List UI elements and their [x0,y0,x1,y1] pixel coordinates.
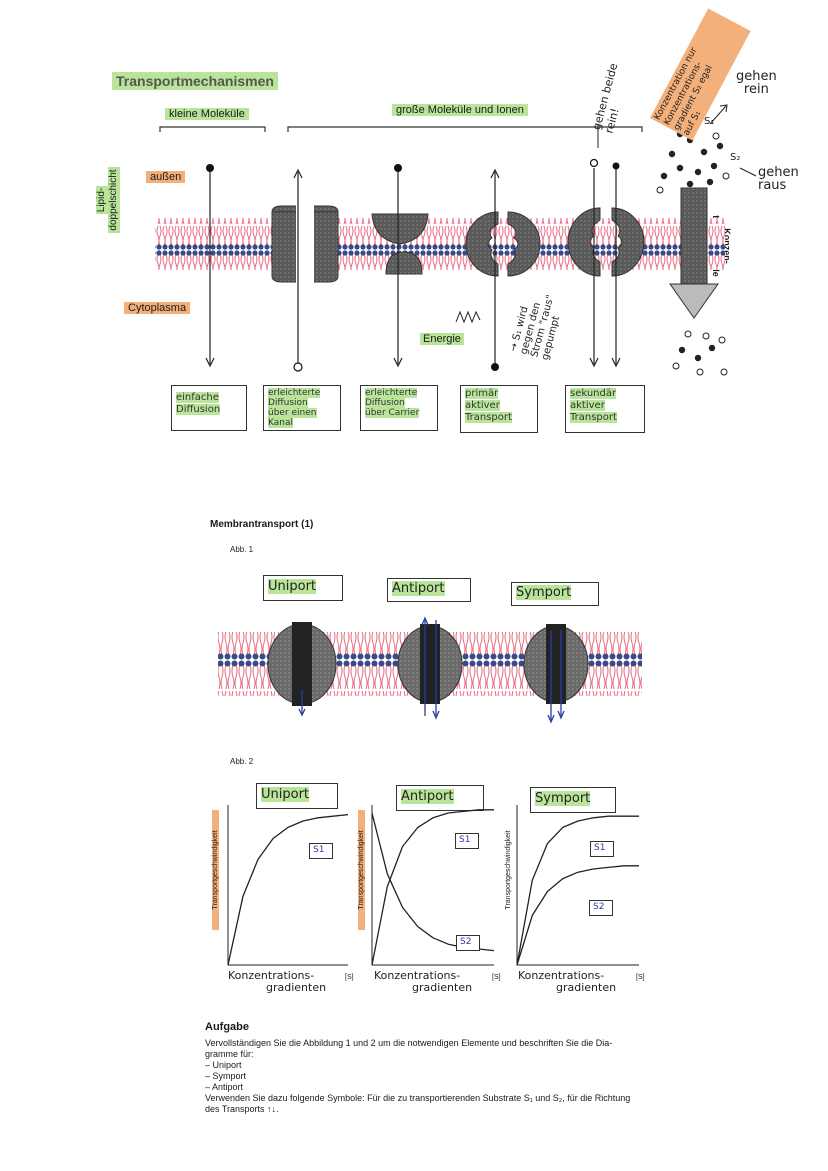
xlabel-symport: Konzentrations- gradienten [518,970,616,994]
abb1-label-symport: Symport [511,582,599,606]
box-line: Transport [570,412,617,423]
xlabel-line2: gradienten [412,981,473,994]
task-text: Vervollständigen Sie die Abbildung 1 und… [205,1038,645,1115]
series-line-s1 [516,815,639,966]
task-item-1: – Uniport [205,1060,242,1070]
xlabel-uniport: Konzentrations- gradienten [228,970,326,994]
abb1-label-uniport: Uniport [263,575,343,601]
box-line: Transport [465,412,512,423]
task-item-text: Uniport [212,1060,242,1070]
top-title: Transportmechanismen [112,72,278,90]
task-line4: des Transports ↑↓. [205,1104,279,1114]
xlabel-line1: Konzentrations- [374,969,461,982]
xunit-antiport: [S] [492,974,501,981]
task-item-2: – Symport [205,1071,247,1081]
box-line: Diffusion [365,398,405,408]
task-item-text: Symport [212,1071,247,1081]
box-line: über Carrier [365,408,420,418]
series-line-s1 [227,813,349,966]
abb2-label: Abb. 2 [230,757,254,766]
note-go-in-line2: rein [743,82,769,97]
note-s2-label: S₂ [730,152,741,163]
xunit-uniport: [S] [345,974,354,981]
chart-title-symport: Symport [530,787,616,813]
series-label-text: S1 [594,843,606,853]
box-line: Diffusion [268,398,308,408]
label-energy: Energie [420,333,464,345]
xlabel-line2: gradienten [266,981,327,994]
task-line2: gramme für: [205,1049,254,1059]
box-line: aktiver [465,400,500,411]
series-label-text: S2 [593,902,605,912]
group-small-label: kleine Moleküle [165,108,249,120]
series-label-antiport-s1: S1 [455,833,479,849]
box-line: sekundär [570,388,617,399]
label-outside: außen [146,171,186,183]
label-cytoplasm: Cytoplasma [124,302,191,314]
note-go-in-line1: gehen [736,69,777,84]
abb1-label-antiport: Antiport [387,578,471,602]
series-label-antiport-s2: S2 [456,935,480,951]
xlabel-antiport: Konzentrations- gradienten [374,970,472,994]
chart-title-symport-text: Symport [535,791,591,806]
top-membrane-diagram [155,104,757,376]
series-line-s1 [371,809,494,966]
note-go-out-line1: gehen [758,165,799,180]
abb1-symport-text: Symport [516,585,572,600]
box-line: erleichterte [268,388,321,398]
xlabel-line1: Konzentrations- [228,969,315,982]
task-line1: Vervollständigen Sie die Abbildung 1 und… [205,1038,613,1048]
chart-title-uniport: Uniport [256,783,338,809]
worksheet-panel [200,510,640,1130]
xunit-symport: [S] [636,974,645,981]
chart-title-uniport-text: Uniport [261,787,310,802]
chart-title-antiport: Antiport [396,785,484,811]
task-item-text: Antiport [212,1082,244,1092]
series-label-text: S1 [313,845,325,855]
task-title: Aufgabe [205,1021,249,1033]
note-go-out-line2: raus [758,178,787,193]
abb1-membrane-diagram [218,616,642,724]
series-label-text: S2 [460,937,472,947]
xlabel-line1: Konzentrations- [518,969,605,982]
series-label-symport-s2: S2 [589,900,613,916]
box-line: aktiver [570,400,605,411]
series-label-uniport-s1: S1 [309,843,333,859]
box-line: primär [465,388,499,399]
box-line: erleichterte [365,388,418,398]
note-s1-label: S₁ [704,116,715,127]
series-line-s2 [516,865,639,966]
chart-axes [227,805,348,966]
worksheet-title: Membrantransport (1) [210,519,314,530]
chart-title-antiport-text: Antiport [401,789,454,804]
abb1-uniport-text: Uniport [268,579,317,594]
abb1-label: Abb. 1 [230,545,254,554]
chart-axes [516,805,639,966]
box-line: Diffusion [176,404,221,415]
series-label-symport-s1: S1 [590,841,614,857]
task-item-3: – Antiport [205,1082,244,1092]
task-line3: Verwenden Sie dazu folgende Symbole: Für… [205,1093,631,1103]
abb1-antiport-text: Antiport [392,581,445,596]
group-large-label: große Moleküle und Ionen [392,104,528,116]
xlabel-line2: gradienten [556,981,617,994]
note-go-in: gehen rein [736,70,777,96]
series-label-text: S1 [459,835,471,845]
box-line: einfache [176,392,219,403]
transport-charts [227,805,639,966]
note-go-out: gehen raus [758,166,799,192]
